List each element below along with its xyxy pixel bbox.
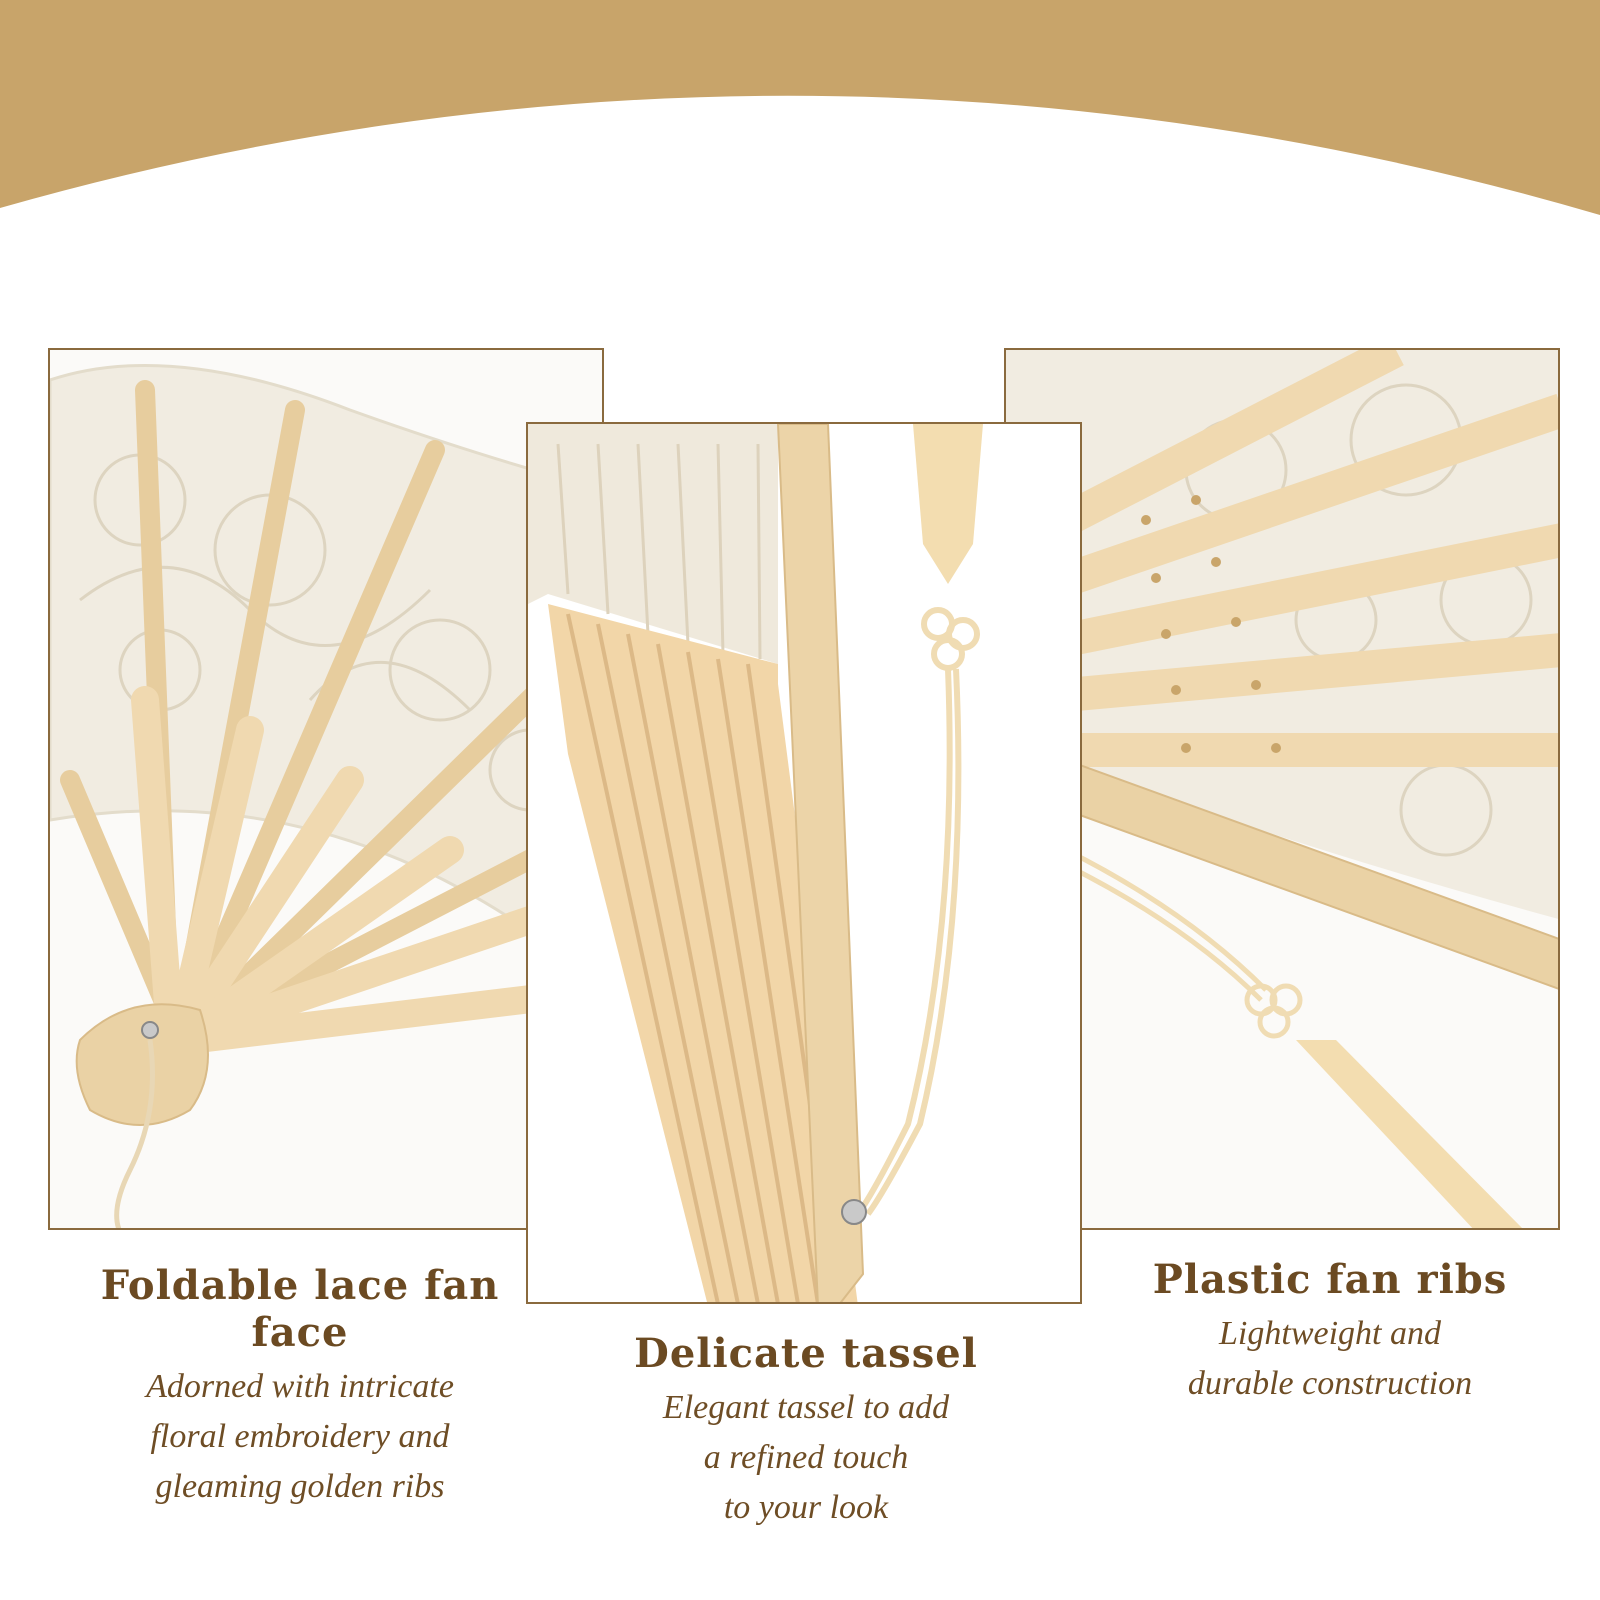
feature-caption-lace-face: Foldable lace fan face Adorned with intr… [60,1262,540,1512]
feature-description-line: to your look [723,1489,889,1526]
feature-description-line: durable construction [1187,1365,1473,1402]
feature-description-line: gleaming golden ribs [155,1468,445,1505]
top-decorative-band [0,0,1600,215]
lace-fan-face-photo [48,348,604,1230]
feature-caption-tassel: Delicate tassel Elegant tassel to add a … [556,1330,1056,1533]
feature-description-line: a refined touch [703,1439,909,1476]
feature-caption-ribs: Plastic fan ribs Lightweight and durable… [1080,1256,1580,1409]
feature-description-line: floral embroidery and [150,1418,450,1455]
feature-title: Foldable lace fan face [100,1262,500,1356]
feature-description-line: Elegant tassel to add [662,1389,950,1426]
feature-description-line: Adorned with intricate [146,1368,454,1405]
plastic-fan-ribs-photo [1004,348,1560,1230]
feature-title: Plastic fan ribs [1152,1256,1508,1303]
tassel-photo [526,422,1082,1304]
feature-title: Delicate tassel [634,1330,978,1377]
feature-description-line: Lightweight and [1219,1315,1441,1352]
